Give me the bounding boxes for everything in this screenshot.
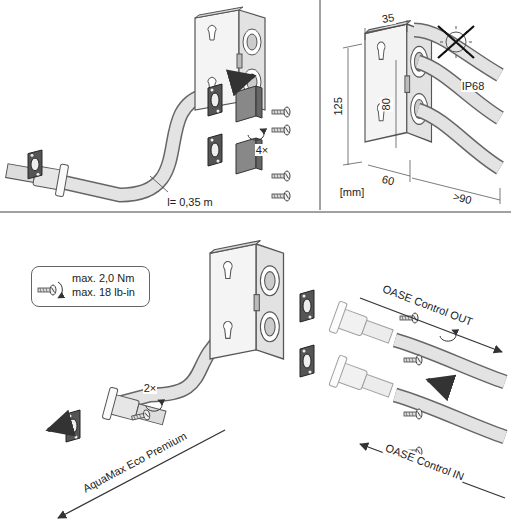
signal-out-label: OASE Control OUT xyxy=(380,282,475,329)
dimension-depth: 60 xyxy=(380,172,397,188)
unit-label: [mm] xyxy=(339,186,365,199)
dimension-hole-spacing: 80 xyxy=(380,97,393,111)
protection-rating: IP68 xyxy=(461,80,486,93)
dimension-clearance: >90 xyxy=(450,189,473,206)
torque-spec-box: max. 2,0 Nmmax. 18 lb-in xyxy=(31,266,150,307)
screw-count: 2× xyxy=(143,382,158,395)
dimension-height: 125 xyxy=(332,96,345,116)
pump-label: AquaMax Eco Premium xyxy=(80,429,190,495)
cable-length: l= 0,35 m xyxy=(166,196,214,209)
signal-in-label: OASE Control IN xyxy=(383,441,467,483)
dimension-width: 35 xyxy=(380,11,396,26)
torque-value: max. 18 lb-in xyxy=(72,285,143,299)
torque-value: max. 2,0 Nm xyxy=(72,271,143,285)
screw-count: 4× xyxy=(255,144,270,157)
